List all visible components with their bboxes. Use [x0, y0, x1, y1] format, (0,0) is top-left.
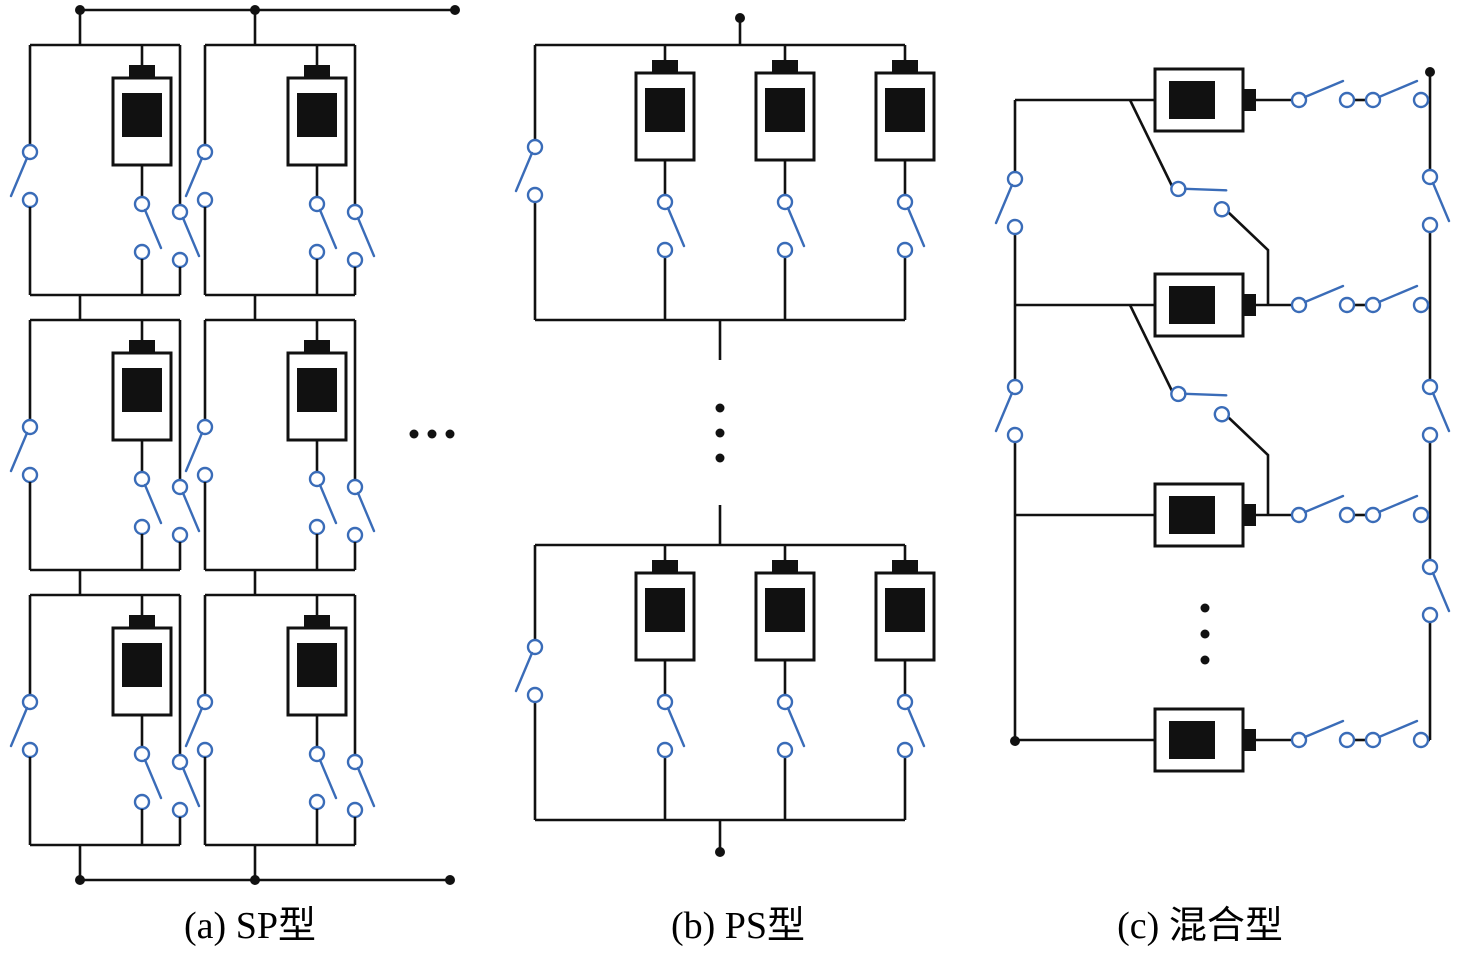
parallel-switch-icon — [1421, 378, 1451, 444]
battery-icon — [1153, 707, 1258, 773]
string-switch-icon — [514, 138, 544, 204]
battery-icon — [754, 58, 816, 162]
positive-terminal-dot — [1425, 67, 1435, 77]
junction-dot — [250, 875, 260, 885]
parallel-switch-icon — [1421, 168, 1451, 234]
positive-terminal-dot — [735, 13, 745, 23]
caption-sp-type: (a) SP型 — [184, 905, 316, 947]
battery-icon — [874, 558, 936, 662]
ellipsis-dots-horizontal — [409, 429, 455, 439]
sp-cell-module — [11, 45, 199, 295]
cell-switch-icon — [1290, 284, 1356, 314]
terminal-dot — [75, 875, 85, 885]
parallel-switch-icon — [994, 170, 1024, 236]
parallel-switch-icon — [994, 378, 1024, 444]
cell-switch-icon — [896, 193, 926, 259]
cell-switch-icon — [656, 193, 686, 259]
hybrid-wires — [1013, 72, 1432, 742]
cell-switch-icon — [1364, 284, 1430, 314]
sp-cell-module — [11, 320, 199, 570]
panel-sp-type: (a) SP型 — [11, 5, 460, 947]
cell-switch-icon — [656, 693, 686, 759]
caption-ps-type: (b) PS型 — [671, 905, 805, 947]
battery-icon — [754, 558, 816, 662]
sp-cell-module — [11, 595, 199, 845]
cell-switch-icon — [1290, 79, 1356, 109]
panel-ps-type: (b) PS型 — [514, 13, 936, 947]
cell-switch-icon — [1364, 719, 1430, 749]
sp-cell-module — [186, 320, 374, 570]
cell-switch-icon — [1364, 494, 1430, 524]
battery-icon — [1153, 482, 1258, 548]
string-switch-icon — [514, 638, 544, 704]
cell-switch-icon — [1290, 494, 1356, 524]
battery-icon — [634, 558, 696, 662]
parallel-switch-icon — [1421, 558, 1451, 624]
sp-cell-module — [186, 45, 374, 295]
ellipsis-dots-vertical — [1200, 603, 1210, 665]
negative-terminal-dot — [715, 847, 725, 857]
panel-hybrid-type: (c) 混合型 — [994, 67, 1451, 947]
sp-cell-module — [186, 595, 374, 845]
cell-switch-icon — [776, 193, 806, 259]
ellipsis-dots-vertical — [715, 403, 725, 463]
ps-wires — [533, 18, 907, 848]
series-switch-icon — [1167, 167, 1238, 220]
cell-switch-icon — [776, 693, 806, 759]
caption-hybrid-type: (c) 混合型 — [1117, 905, 1283, 947]
series-switch-icon — [1167, 372, 1238, 425]
terminal-dot — [445, 875, 455, 885]
battery-icon — [874, 58, 936, 162]
cell-switch-icon — [1290, 719, 1356, 749]
sp-bus-wires — [78, 8, 455, 882]
cell-switch-icon — [896, 693, 926, 759]
negative-terminal-dot — [1010, 736, 1020, 746]
cell-switch-icon — [1364, 79, 1430, 109]
battery-icon — [1153, 67, 1258, 133]
battery-icon — [634, 58, 696, 162]
terminal-dot — [75, 5, 85, 15]
terminal-dot — [450, 5, 460, 15]
junction-dot — [250, 5, 260, 15]
battery-icon — [1153, 272, 1258, 338]
